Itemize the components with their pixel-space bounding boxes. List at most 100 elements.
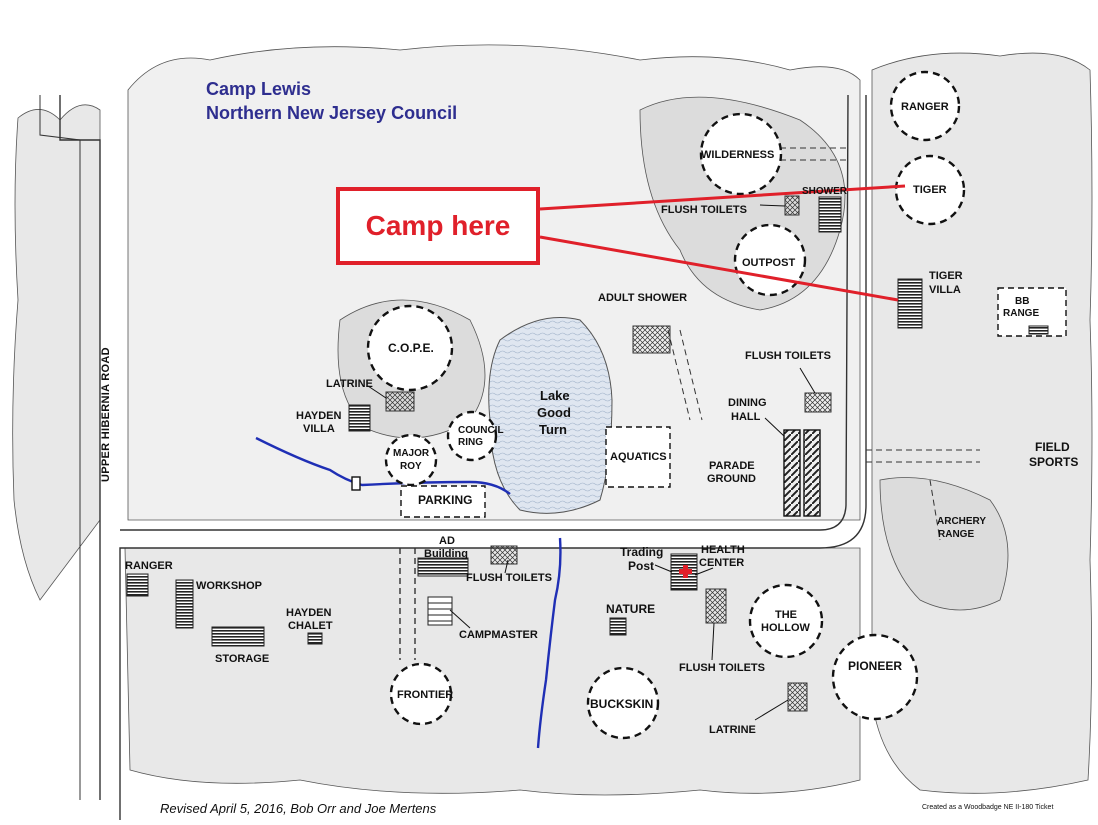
callout-line-tiger-villa	[539, 235, 899, 302]
label-tiger-villa-1: TIGER	[929, 270, 963, 282]
callout-line-tiger	[539, 184, 906, 211]
label-dining-hall-2: HALL	[731, 411, 761, 423]
label-parking: PARKING	[418, 493, 473, 507]
label-the-hollow-1: THE	[775, 609, 797, 621]
bb-range-building	[1028, 325, 1049, 335]
label-buckskin: BUCKSKIN	[590, 697, 654, 711]
label-ad-building-1: AD	[439, 535, 455, 547]
label-wilderness: WILDERNESS	[701, 149, 775, 161]
health-center-cross-icon	[679, 565, 692, 578]
lake-label-1: Lake	[540, 388, 570, 403]
arrow-latrine-1	[367, 385, 387, 399]
arrow-health-center	[694, 567, 714, 576]
dining-hall-buildings	[783, 429, 821, 517]
dining-hall-west	[783, 429, 801, 517]
flush-toilets-4-building	[705, 588, 727, 624]
label-dining-hall-1: DINING	[728, 397, 767, 409]
map-title-line2: Northern New Jersey Council	[206, 103, 458, 123]
label-ad-building-2: Building	[424, 548, 468, 560]
campsite-tiger	[894, 154, 966, 226]
label-ranger-top: RANGER	[901, 101, 949, 113]
arrow-dining-hall	[764, 417, 785, 437]
label-field-sports-2: SPORTS	[1029, 455, 1079, 469]
campsite-frontier	[389, 662, 453, 726]
main-camp-road-north	[120, 94, 849, 531]
facilities-crosshatch	[385, 195, 832, 712]
shower-1-building	[818, 196, 842, 233]
campmaster-stripes	[428, 602, 452, 622]
label-nature: NATURE	[606, 602, 656, 616]
arrow-flush-toilets-4	[711, 622, 715, 661]
label-campmaster: CAMPMASTER	[459, 629, 538, 641]
flush-toilets-2-building	[804, 392, 832, 413]
label-shower-1: SHOWER	[802, 186, 847, 197]
lake-label-2: Good	[537, 405, 571, 420]
label-flush-toilets-4: FLUSH TOILETS	[679, 662, 765, 674]
woods-northwest	[12, 104, 101, 601]
label-archery-range-2: RANGE	[938, 529, 975, 540]
campsite-buckskin	[586, 666, 660, 740]
adult-shower-building	[632, 325, 671, 354]
buildings-striped	[126, 196, 1049, 647]
road-label: UPPER HIBERNIA ROAD	[100, 347, 112, 482]
pointer-arrows	[367, 204, 816, 721]
label-parade-ground-1: PARADE	[709, 460, 755, 472]
label-adult-shower: ADULT SHOWER	[598, 292, 688, 304]
label-outpost: OUTPOST	[742, 257, 796, 269]
label-parade-ground-2: GROUND	[707, 473, 756, 485]
campmaster-building	[427, 596, 453, 626]
label-ranger-bottom: RANGER	[125, 560, 173, 572]
label-health-center-1: HEALTH	[701, 544, 745, 556]
label-hayden-chalet-2: CHALET	[288, 620, 333, 632]
label-flush-toilets-1: FLUSH TOILETS	[661, 204, 747, 216]
workshop-building	[175, 579, 194, 629]
hayden-chalet-building	[307, 632, 323, 645]
campsites	[366, 70, 966, 740]
label-trading-post-1: Trading	[620, 545, 664, 559]
parking-area	[400, 485, 486, 518]
woods-archery	[879, 477, 1009, 611]
label-flush-toilets-3: FLUSH TOILETS	[466, 572, 552, 584]
map-title-line1: Camp Lewis	[206, 79, 312, 99]
lake-label-3: Turn	[539, 422, 567, 437]
arrow-latrine-2	[754, 699, 789, 721]
label-tiger: TIGER	[913, 184, 947, 196]
label-council-ring-1: COUNCIL	[458, 425, 504, 436]
label-tiger-villa-2: VILLA	[929, 284, 961, 296]
trail-2	[866, 449, 980, 463]
flush-toilets-1-building	[784, 195, 800, 216]
label-bb-range-1: BB	[1015, 296, 1030, 307]
main-camp-road-south	[130, 95, 867, 549]
label-pioneer: PIONEER	[848, 659, 903, 673]
upper-hibernia-road-west-edge	[59, 95, 101, 800]
label-cope: C.O.P.E.	[388, 341, 434, 355]
trail-1	[667, 329, 703, 421]
revision-note: Revised April 5, 2016, Bob Orr and Joe M…	[160, 801, 437, 816]
label-health-center-2: CENTER	[699, 557, 745, 569]
label-flush-toilets-2: FLUSH TOILETS	[745, 350, 831, 362]
label-archery-range-1: ARCHERY	[937, 516, 987, 527]
campsite-council-ring	[446, 410, 498, 462]
dining-hall-east	[803, 429, 821, 517]
driveway	[399, 548, 416, 660]
label-the-hollow-2: HOLLOW	[761, 622, 810, 634]
campsite-wilderness	[699, 112, 783, 196]
label-storage: STORAGE	[215, 653, 270, 665]
roads	[39, 94, 980, 820]
label-major-roy-2: ROY	[400, 461, 422, 472]
label-field-sports-1: FIELD	[1035, 440, 1070, 454]
label-hayden-villa-2: VILLA	[303, 423, 335, 435]
latrine-2-building	[787, 682, 808, 712]
label-major-roy-1: MAJOR	[393, 448, 430, 459]
aquatics-area	[605, 426, 671, 488]
label-workshop: WORKSHOP	[196, 580, 262, 592]
camp-here-callout: Camp here	[336, 187, 540, 265]
stream-south	[536, 537, 562, 749]
label-hayden-chalet-1: HAYDEN	[286, 607, 332, 619]
ranger-bottom-building	[126, 573, 149, 597]
label-frontier: FRONTIER	[397, 689, 454, 701]
area-boxes	[400, 287, 1067, 518]
callout-lines	[539, 184, 906, 302]
ad-building	[417, 557, 469, 577]
